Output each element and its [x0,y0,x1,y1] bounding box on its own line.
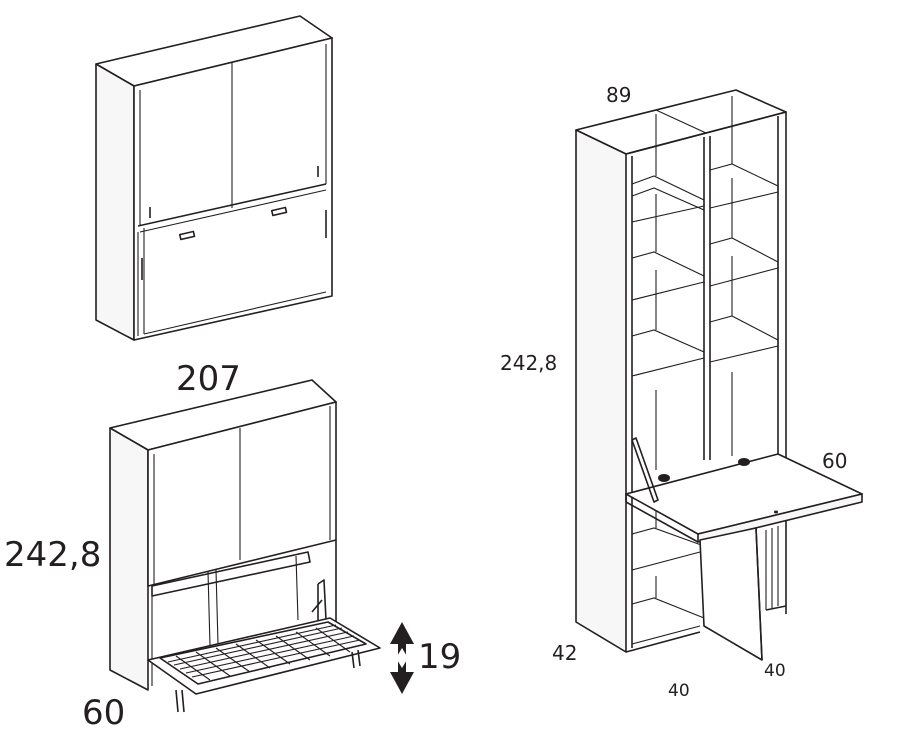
shelf-width-label: 89 [606,83,631,107]
bed-width-label: 207 [176,359,241,399]
bed-depth-label: 60 [82,693,125,732]
double-vertical-arrow-icon [390,622,414,694]
desk-depth-label: 60 [822,449,847,473]
shelves [631,96,779,377]
shelf-height-label: 242,8 [500,351,557,375]
closed-wallbed-cabinet [95,15,333,341]
bookshelf-desk-unit [575,89,863,661]
shelf-depth-label: 42 [552,641,577,665]
open-wallbed-cabinet [109,379,381,713]
base-width-label: 40 [668,681,690,701]
bed-height-label: 242,8 [4,535,101,575]
bed-folded-height-label: 19 [418,637,461,677]
bed-slats [167,624,361,681]
door-width-label: 40 [764,661,786,681]
